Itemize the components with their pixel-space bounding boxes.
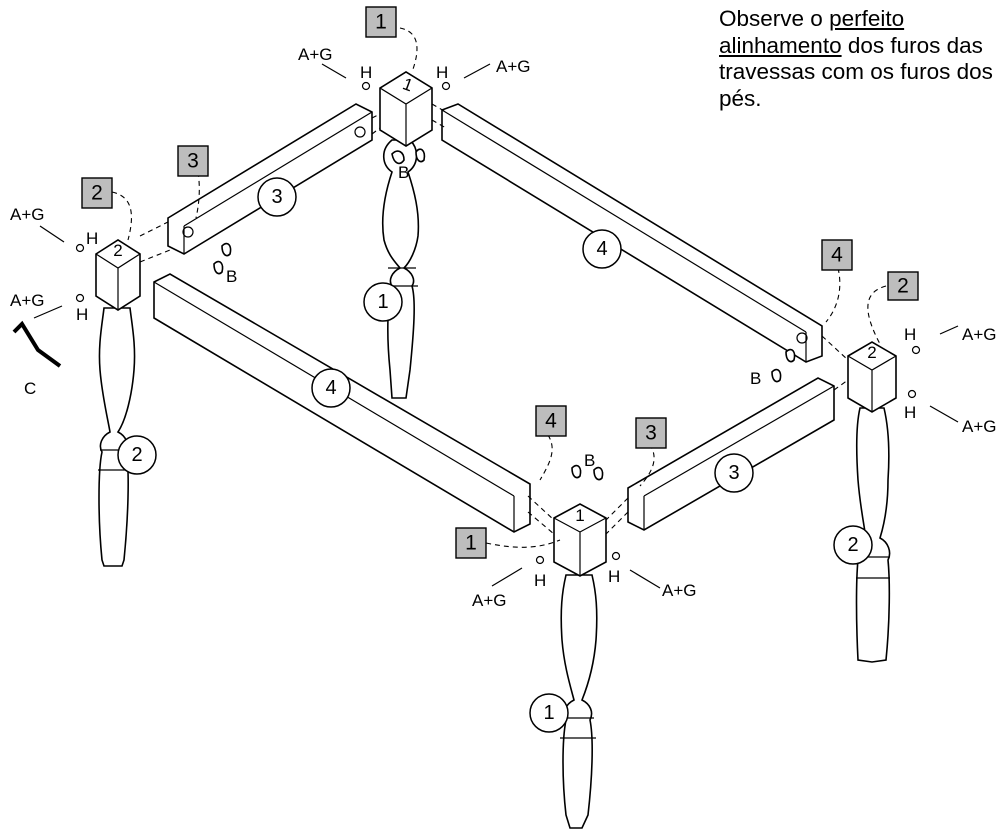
svg-text:4: 4 [831,244,843,267]
label-b: B [226,267,237,286]
label-ag: A+G [10,205,45,224]
tag-rail-back-right: 4 [821,239,853,271]
hardware-labels: A+G H H A+G B A+G H B A+G H C H A+G B H … [10,45,997,610]
label-ag: A+G [298,45,333,64]
svg-text:2: 2 [847,534,858,556]
svg-text:3: 3 [728,462,739,484]
svg-text:2: 2 [91,182,103,205]
label-ag: A+G [472,591,507,610]
svg-text:2: 2 [897,275,909,298]
label-h: H [904,403,916,422]
note-text-start: Observe o [719,6,830,31]
label-h: H [436,63,448,82]
leg-front [560,574,598,829]
svg-text:4: 4 [325,377,336,399]
svg-text:4: 4 [545,410,557,433]
circle-rail-front-left: 4 [311,368,351,408]
label-ag: A+G [962,325,997,344]
label-h: H [904,325,916,344]
svg-text:3: 3 [645,422,657,445]
label-c: C [24,379,36,398]
tag-rail-front-right: 3 [635,417,667,449]
svg-text:1: 1 [543,702,554,724]
svg-text:1: 1 [377,291,388,313]
circle-rail-front-right: 3 [714,453,754,493]
block-right: 2 [847,341,897,413]
label-h: H [76,305,88,324]
svg-text:1: 1 [465,532,477,555]
circle-leg-left: 2 [117,435,157,475]
hardware-drawings [12,63,959,589]
label-h: H [608,567,620,586]
block-back: 1 [379,71,433,147]
tag-rail-back-left: 3 [177,145,209,177]
tag-leg-front: 1 [455,527,487,559]
tag-rear-right: 2 [887,271,919,301]
note-underline-alinhamento: alinhamento [719,32,842,58]
leg-left [98,307,136,567]
circle-leg-front: 1 [529,693,569,733]
leader-lines [111,27,887,548]
label-ag: A+G [10,291,45,310]
label-b: B [750,369,761,388]
svg-text:3: 3 [187,150,199,173]
svg-text:2: 2 [867,343,876,362]
note-text-end: dos furos das travessas com os furos dos… [719,32,993,111]
tag-rear-left: 2 [81,177,113,209]
block-front: 1 [553,503,607,577]
leg-right [855,407,891,663]
circle-leg-right: 2 [833,525,873,565]
svg-text:1: 1 [375,11,387,34]
circle-leg-back: 1 [363,282,403,322]
block-left: 2 [95,239,141,311]
label-h: H [534,571,546,590]
svg-text:2: 2 [131,444,142,466]
label-b: B [584,451,595,470]
leg-back [381,139,420,399]
circle-rail-back-left: 3 [257,177,297,217]
tag-leg-back: 1 [365,6,397,38]
svg-text:1: 1 [575,506,584,525]
label-ag: A+G [496,57,531,76]
circle-rail-back-right: 4 [582,229,622,269]
tag-rail-front-left: 4 [535,405,567,437]
svg-text:4: 4 [596,238,607,260]
rail-back-right [441,103,823,363]
label-h: H [86,229,98,248]
label-h: H [360,63,372,82]
svg-text:3: 3 [271,186,282,208]
label-b: B [398,163,409,182]
label-ag: A+G [662,581,697,600]
note-underline-perfeito: perfeito [829,6,905,31]
label-ag: A+G [962,417,997,436]
svg-text:2: 2 [113,241,122,260]
